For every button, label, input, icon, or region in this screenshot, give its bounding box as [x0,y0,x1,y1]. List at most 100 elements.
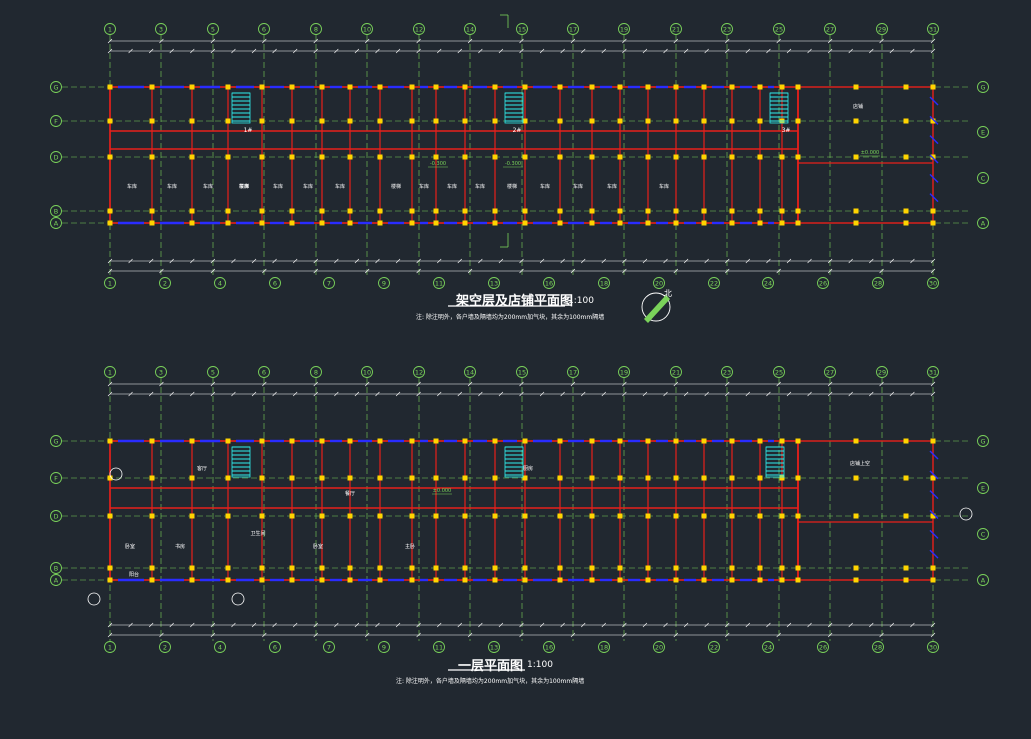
structural-column [225,154,231,160]
axis-bubble-label: 25 [775,26,783,34]
dimension-tick [159,268,164,274]
structural-column [149,118,155,124]
axis-bubble [258,23,270,35]
structural-column [462,513,468,519]
axis-bubble-label: 4 [218,280,222,288]
dimension-tick [930,258,936,264]
structural-column [557,475,563,481]
axis-bubble-label: 21 [672,26,680,34]
row-bubble-label: D [53,513,58,521]
structural-column [617,208,623,214]
structural-column [729,475,735,481]
structural-column [903,154,909,160]
axis-bubble-label: 3 [159,369,163,377]
structural-column [757,154,763,160]
structural-column [729,220,735,226]
structural-column [289,513,295,519]
structural-column [347,438,353,444]
dimension-tick [766,48,771,54]
structural-column [589,84,595,90]
north-label: 北 [664,289,672,298]
structural-column [259,84,265,90]
structural-column [673,84,679,90]
stair-well [769,92,789,124]
structural-column [673,475,679,481]
structural-column [347,475,353,481]
structural-column [589,475,595,481]
dimension-tick [776,268,781,274]
axis-bubble [708,641,720,653]
dimension-tick [889,391,895,397]
room-label: 卫生间 [250,530,265,537]
axis-bubble [104,366,116,378]
axis-bubble [155,366,167,378]
axis-bubble [269,277,281,289]
structural-column [757,475,763,481]
structural-column [149,220,155,226]
structural-column [645,475,651,481]
dimension-tick [364,38,370,44]
dimension-tick [262,632,267,638]
structural-column [347,513,353,519]
dimension-tick [869,48,874,54]
dimension-tick [292,391,298,397]
dimension-tick [725,258,730,264]
dimension-tick [827,622,833,628]
structural-column [795,220,801,226]
room-label: 车库 [303,183,313,190]
dimension-tick [622,391,627,397]
structural-column [729,208,735,214]
structural-column [903,565,909,571]
dimension-tick [436,622,442,628]
structural-column [522,565,528,571]
structural-column [189,565,195,571]
structural-column [492,577,498,583]
dimension-tick [416,622,421,628]
axis-bubble [773,23,785,35]
row-bubble-label: A [54,220,59,228]
dimension-tick [148,48,154,54]
dimension-tick [272,622,277,628]
axis-bubble-label: 29 [878,369,886,377]
axis-bubble [361,23,373,35]
axis-bubble-label: 8 [314,369,318,377]
structural-column [347,118,353,124]
entry-mark [231,592,245,606]
structural-column [189,438,195,444]
dimension-tick [436,391,442,397]
dimension-tick [642,391,648,397]
room-label: 楼梯 [391,183,401,190]
dimension-tick [704,48,709,54]
structural-column [589,438,595,444]
room-label: 车库 [167,183,177,190]
axis-bubble-label: 14 [466,26,474,34]
row-bubble [50,574,62,586]
structural-column [795,577,801,583]
dimension-tick [272,258,277,264]
axis-bubble-label: 6 [262,26,266,34]
structural-column [779,84,785,90]
dimension-tick [910,622,915,628]
structural-column [779,220,785,226]
axis-bubble [378,277,390,289]
structural-column [347,220,353,226]
room-label: 车库 [447,183,457,190]
structural-column [289,577,295,583]
structural-column [853,577,859,583]
structural-column [673,118,679,124]
dimension-tick [169,622,174,628]
dimension-tick [334,622,339,628]
structural-column [645,84,651,90]
axis-bubble [214,641,226,653]
dimension-tick [251,48,257,54]
dimension-tick [910,258,915,264]
dimension-tick [395,258,401,264]
axis-bubble-label: 29 [878,26,886,34]
structural-column [492,475,498,481]
axis-bubble [488,641,500,653]
dimension-tick [766,622,771,628]
axis-bubble [773,366,785,378]
stair-number: 1# [244,127,253,134]
dimension-tick [313,48,318,54]
row-bubble-label: G [53,84,58,92]
